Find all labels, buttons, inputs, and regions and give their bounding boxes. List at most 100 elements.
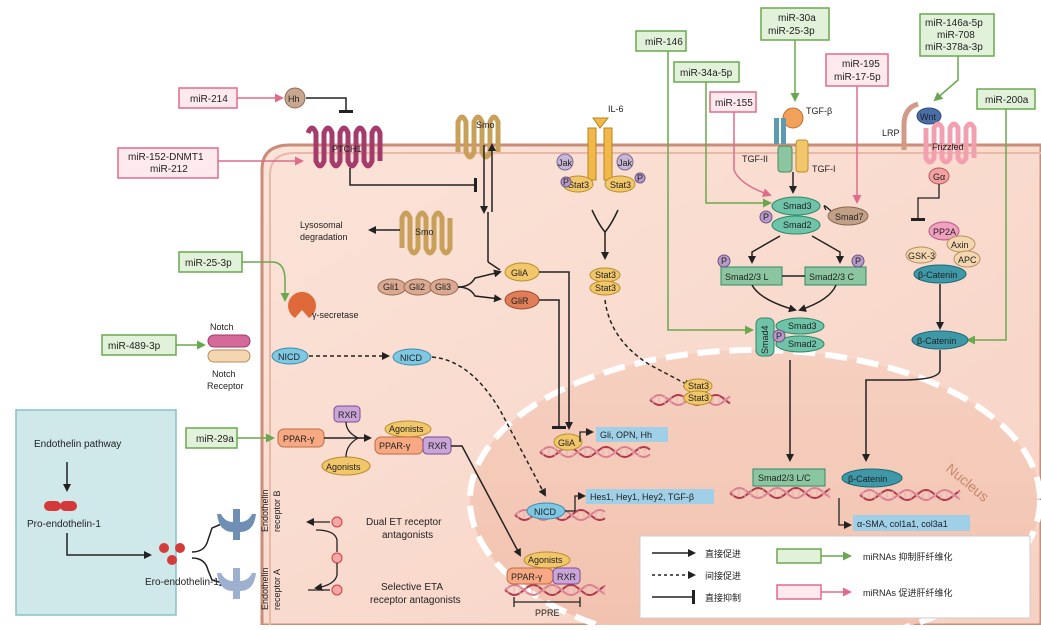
svg-text:miR-17-5p: miR-17-5p <box>834 72 881 83</box>
endothelin-pathway-label: Endothelin pathway <box>34 439 121 450</box>
svg-text:miR-195: miR-195 <box>842 59 880 70</box>
receptor-b-label-1: Endothelin <box>260 489 270 532</box>
apc-label: APC <box>958 255 977 265</box>
receptor-b-glyph <box>217 509 256 540</box>
selective-eta-label-1: Selective ETA <box>381 582 443 593</box>
stat3-right-label: Stat3 <box>610 180 631 190</box>
mir-155-box: miR-155 <box>709 91 757 113</box>
svg-text:miR-214: miR-214 <box>190 94 228 105</box>
smad3-label-2: Smad3 <box>788 321 817 331</box>
nicd-nuclear-label: NICD <box>534 507 556 517</box>
lrp-receptor <box>901 101 919 150</box>
smad2-label: Smad2 <box>783 220 812 230</box>
receptor-a-glyph <box>217 568 256 599</box>
pro-endothelin-label: Pro-endothelin-1 <box>27 519 101 530</box>
jak-left-label: Jak <box>558 158 573 168</box>
gli1-label: Gli1 <box>383 282 399 292</box>
frizzled-receptor <box>923 121 977 165</box>
smad23lc-node <box>752 468 826 487</box>
selective-eta-label-2: receptor antagonists <box>370 595 461 606</box>
svg-text:miR-212: miR-212 <box>150 164 188 175</box>
mir-489-3p-box: miR-489-3p <box>101 334 177 356</box>
legend-green: miRNAs 抑制肝纤维化 <box>863 551 953 562</box>
ptch1-label: PTCH1 <box>332 144 362 154</box>
stat3-left-label: Stat3 <box>568 180 589 190</box>
smad3-smad2-complex <box>759 196 821 235</box>
hh-node <box>284 87 306 109</box>
svg-text:miR-155: miR-155 <box>715 98 753 109</box>
pro-endothelin-glyph <box>44 501 77 511</box>
apc-node <box>953 250 981 268</box>
rxr-label-2: RXR <box>428 441 448 451</box>
smad3-label: Smad3 <box>783 201 812 211</box>
legend-indirect-promote: 间接促进 <box>705 570 741 581</box>
svg-text:miR-378a-3p: miR-378a-3p <box>925 42 983 53</box>
legend-direct-promote: 直接促进 <box>705 548 741 559</box>
mir-152-box: miR-152-DNMT1 miR-212 <box>117 147 219 179</box>
antagonist-inhibitors <box>306 516 343 596</box>
nicd-node-cyto <box>392 348 432 366</box>
ppre-label: PPRE <box>535 608 560 618</box>
endothelin-dots <box>159 543 185 565</box>
mir-30a-box: miR-30a miR-25-3p <box>760 7 830 41</box>
glia-nuclear-label: GliA <box>558 438 575 448</box>
beta-catenin-nuclear-label: β-Catenin <box>848 474 887 484</box>
smo-internalized <box>399 210 453 256</box>
smo-top-label: Smo <box>476 120 495 130</box>
tgf-ii-label: TGF-II <box>742 154 768 164</box>
beta-catenin-complex <box>913 264 967 284</box>
svg-text:miR-708: miR-708 <box>937 30 975 41</box>
smadl-p-label: P <box>721 256 727 266</box>
smad4-complex <box>755 317 825 357</box>
receptor-a-label-2: receptor A <box>272 569 282 610</box>
nicd-label-2: NICD <box>400 353 422 363</box>
jak-right-label: Jak <box>618 158 633 168</box>
fibrosis-targets-box <box>853 515 970 531</box>
ptch1-receptor <box>305 125 383 169</box>
gli-targets-label: Gli, OPN, Hh <box>600 430 652 440</box>
ppar-complex-label: PPAR-γ <box>379 441 411 451</box>
notch-receptor-label-2: Receptor <box>207 381 244 391</box>
svg-text:miR-34a-5p: miR-34a-5p <box>680 68 733 79</box>
mir-146-box: miR-146 <box>635 30 687 52</box>
smad-p-label: P <box>763 212 769 222</box>
ero-endothelin-label: Ero-endothelin-1 <box>145 577 219 588</box>
pp2a-node <box>928 221 960 241</box>
rxr-nuclear-label: RXR <box>557 572 577 582</box>
gamma-secretase-label: γ-secretase <box>312 310 359 320</box>
fibrosis-targets-label: α-SMA, col1a1, col3a1 <box>857 519 948 529</box>
dna-helix <box>729 486 831 500</box>
agonists-nuclear-label: Agonists <box>528 555 563 565</box>
notch-receptor-label-1: Notch <box>212 369 236 379</box>
stat3-dimer-label-1: Stat3 <box>595 270 616 280</box>
mir-214-box: miR-214 <box>178 87 238 109</box>
nicd-label-1: NICD <box>278 352 300 362</box>
mir-146a-box: miR-146a-5p miR-708 miR-378a-3p <box>919 13 995 57</box>
gsk3-node <box>905 246 937 264</box>
p-stat3-right: P <box>637 173 643 183</box>
notch-label: Notch <box>210 322 234 332</box>
smad2-label-2: Smad2 <box>788 339 817 349</box>
smad4-label: Smad4 <box>760 325 770 354</box>
notch-receptor-body <box>207 349 251 363</box>
svg-text:miR-200a: miR-200a <box>985 95 1029 106</box>
notch-ligand <box>207 334 251 348</box>
il6-label: IL-6 <box>608 104 624 114</box>
receptor-b-label-2: receptor B <box>272 490 282 532</box>
gli-targets-box <box>596 427 668 442</box>
svg-text:miR-146: miR-146 <box>645 37 683 48</box>
ppar-label: PPAR-γ <box>283 434 315 444</box>
rxr-label-1: RXR <box>338 410 358 420</box>
stat3-dimer-bottom <box>589 280 621 296</box>
beta-catenin-nuclear <box>841 468 903 488</box>
gli-proteins <box>377 278 459 296</box>
svg-text:miR-29a: miR-29a <box>196 434 234 445</box>
hh-label: Hh <box>288 94 300 104</box>
stat3-nuclear-label-2: Stat3 <box>688 393 709 403</box>
nicd-targets-box <box>586 489 714 504</box>
agonists-label-1: Agonists <box>326 462 361 472</box>
endothelin-panel <box>15 409 177 616</box>
gli2-label: Gli2 <box>409 282 425 292</box>
nicd-node-membrane <box>271 347 309 365</box>
